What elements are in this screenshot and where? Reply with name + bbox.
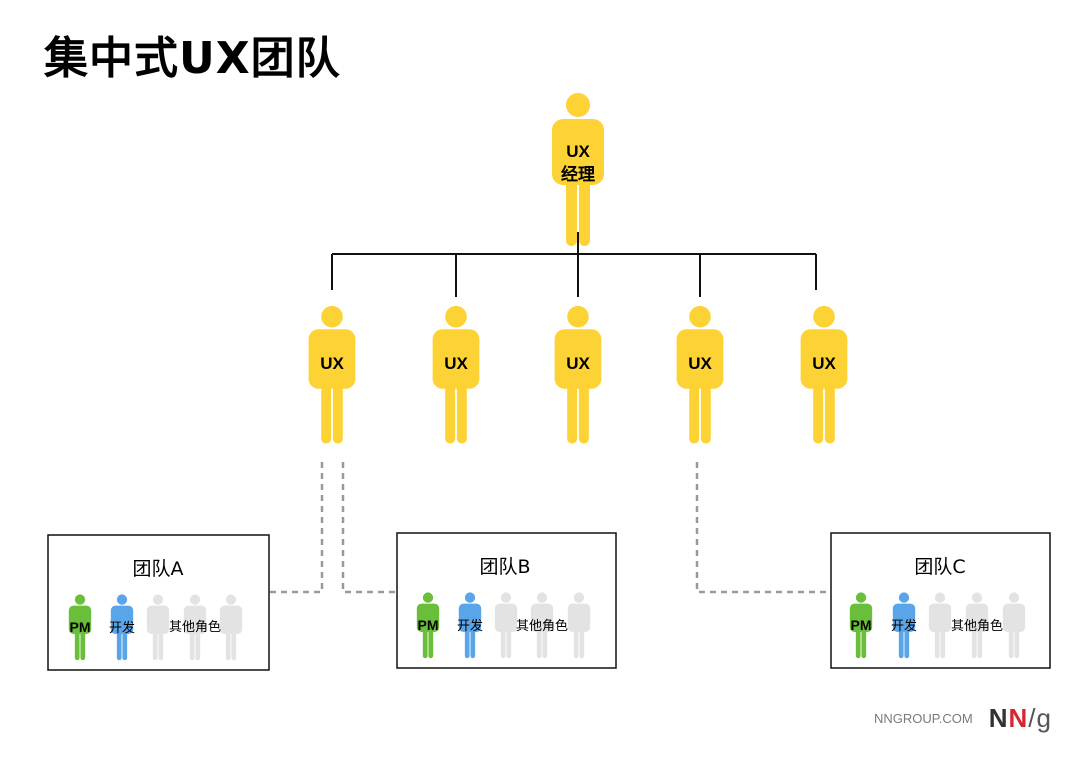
team-a-other-2-figure (183, 594, 207, 661)
hierarchy-connectors (331, 232, 817, 297)
team-b-dev-label: 开发 (457, 618, 483, 634)
team-c-pm-label: PM (851, 617, 872, 633)
ux-member-figure-2 (432, 305, 480, 444)
ux-member-label-2: UX (444, 354, 468, 373)
footer: NNGROUP.COM NN/g (874, 703, 1052, 734)
logo-slash: / (1028, 703, 1037, 733)
ux-member-figure-5 (800, 305, 848, 444)
team-b-dev-figure (458, 592, 482, 659)
ux-member-label-5: UX (812, 354, 836, 373)
team-b-pm-figure (416, 592, 440, 659)
team-c-others-label: 其他角色 (951, 618, 1003, 634)
logo-letter-n2: N (1008, 703, 1029, 733)
team-b-pm-label: PM (418, 617, 439, 633)
team-a-others-label: 其他角色 (169, 619, 221, 635)
team-a-dev-figure (110, 594, 134, 661)
team-c-other-1-figure (928, 592, 952, 659)
team-a-other-3-figure (219, 594, 243, 661)
manager-label-line1: UX (566, 142, 590, 161)
team-b-other-1-figure (494, 592, 518, 659)
team-a-other-1-figure (146, 594, 170, 661)
team-a-dev-label: 开发 (109, 620, 135, 636)
nng-logo: NN/g (989, 703, 1052, 734)
team-c-other-3-figure (1002, 592, 1026, 659)
manager-label-line2: 经理 (561, 164, 595, 185)
site-url: NNGROUP.COM (874, 711, 973, 726)
people-figures (68, 93, 1026, 661)
team-c-dev-label: 开发 (891, 618, 917, 634)
logo-letter-g: g (1036, 703, 1052, 733)
logo-letter-n1: N (988, 703, 1009, 733)
ux-manager-figure (552, 93, 604, 246)
ux-member-figure-3 (554, 305, 602, 444)
team-b-other-3-figure (567, 592, 591, 659)
team-a-pm-figure (68, 594, 92, 661)
team-c-pm-figure (849, 592, 873, 659)
page-title: 集中式UX团队 (44, 33, 341, 84)
team-b-others-label: 其他角色 (516, 618, 568, 634)
team-dashed-links (270, 462, 831, 594)
ux-member-figure-1 (308, 305, 356, 444)
team-a-pm-label: PM (70, 619, 91, 635)
ux-member-label-1: UX (320, 354, 344, 373)
ux-member-label-3: UX (566, 354, 590, 373)
team-c-other-2-figure (965, 592, 989, 659)
team-c-dev-figure (892, 592, 916, 659)
team-b-title: 团队B (479, 556, 530, 578)
team-a-title: 团队A (133, 558, 184, 580)
team-b-other-2-figure (530, 592, 554, 659)
ux-member-figure-4 (676, 305, 724, 444)
team-c-title: 团队C (914, 556, 965, 578)
ux-member-label-4: UX (688, 354, 712, 373)
